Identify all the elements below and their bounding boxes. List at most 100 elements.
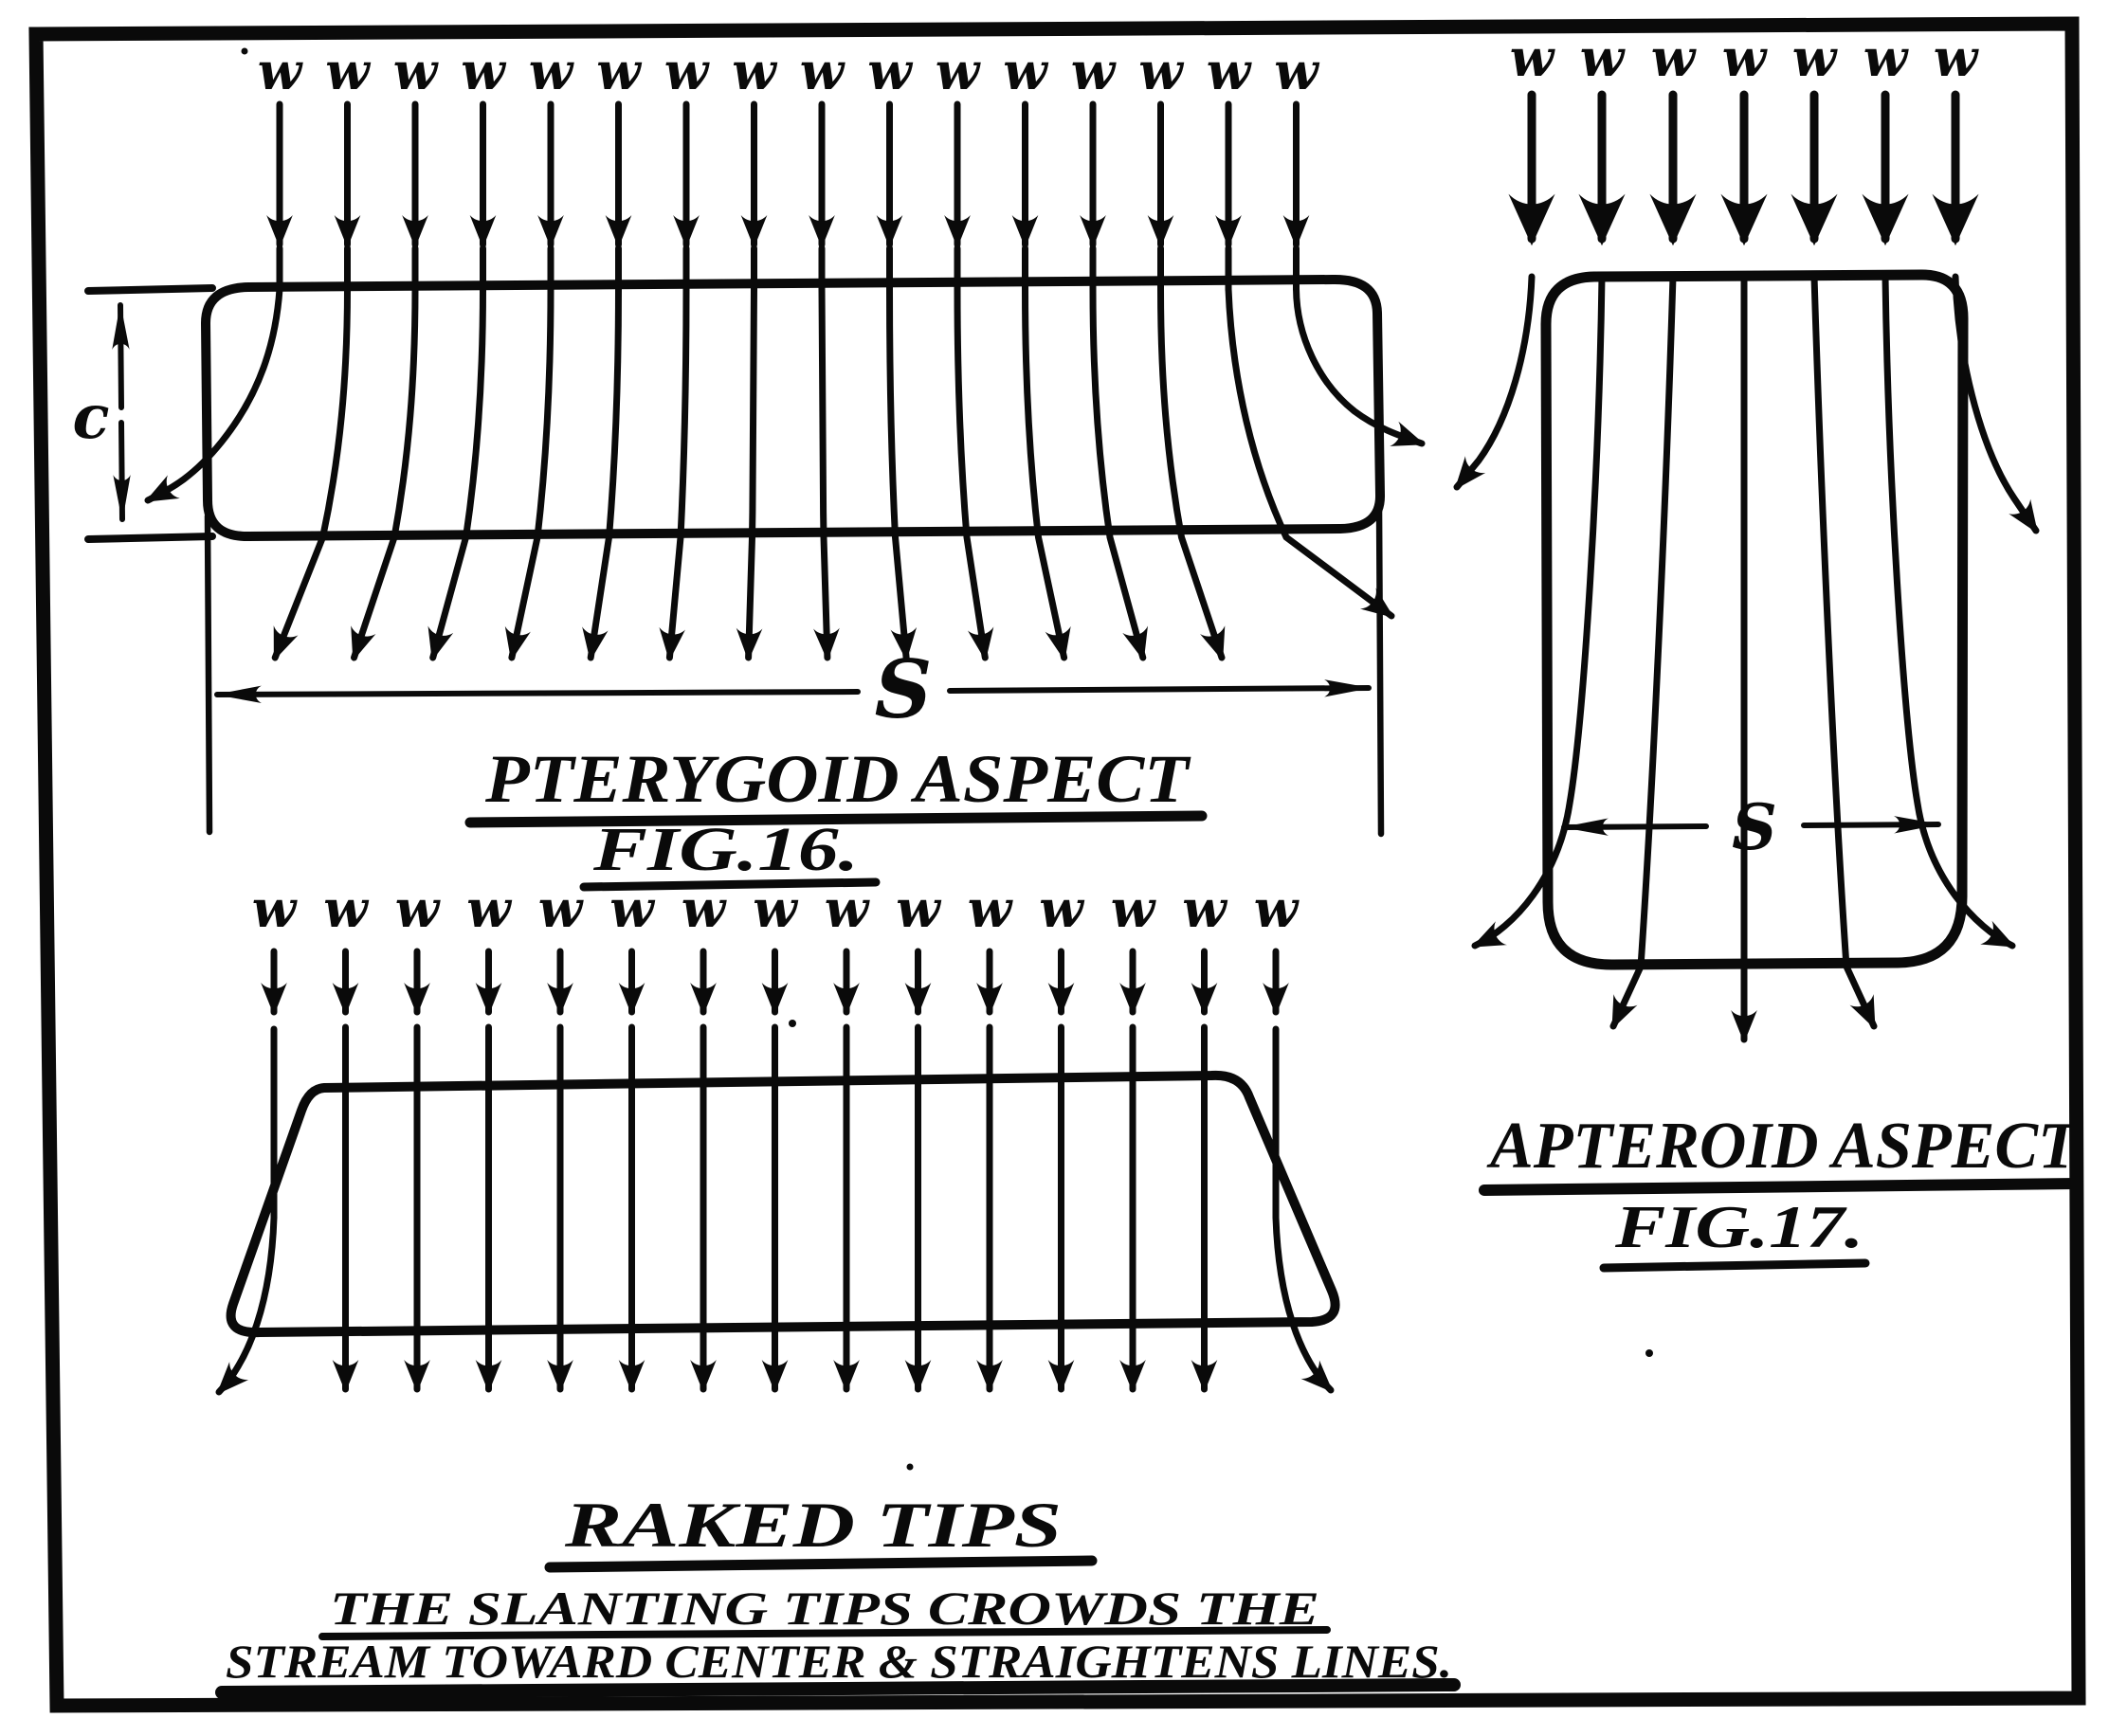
raked-streamline-body: [215, 1025, 278, 1396]
fig16-chord-arrow-up: [112, 302, 130, 410]
fig16-flow-label: w: [1003, 41, 1049, 101]
fig16-chord-label: c: [73, 382, 110, 453]
raked-streamline-body: [1272, 1025, 1335, 1394]
raked-flow-label: w: [682, 878, 728, 939]
raked-flow-label: w: [896, 878, 942, 939]
fig16-flow-label: w: [1207, 41, 1253, 101]
fig16-flow-label: w: [867, 41, 914, 101]
fig16-flow-label: w: [461, 41, 507, 101]
fig16-span-arrow-left: [214, 685, 861, 703]
fig16-streamline-body: [659, 285, 690, 661]
fig17-wing-outline: [1540, 269, 1969, 970]
fig17-fig-underline: [1599, 1258, 1870, 1273]
fig17-title: APTEROID ASPECT: [1486, 1110, 2081, 1183]
fig16-streamline-body: [813, 285, 840, 661]
fig16-wing-outline: [201, 274, 1386, 542]
fig17-streamline-body: [1609, 273, 1677, 1030]
fig16-streamline-body: [271, 285, 351, 661]
raked-flow-label: w: [252, 878, 299, 939]
fig17-streamline-body: [1471, 273, 1606, 949]
fig16-streamline-body: [427, 285, 486, 661]
fig17-streamline-body: [1882, 273, 2016, 949]
fig17-span-label: S: [1732, 790, 1777, 864]
fig16-chord-arrow-down: [113, 420, 131, 522]
fig17-flow-label: w: [1934, 27, 1980, 88]
fig16-chord-ext-top: [84, 284, 216, 295]
fig16-span-label: S: [875, 642, 933, 736]
fig16-streamline-body: [582, 285, 622, 661]
fig17-flow-label: w: [1792, 27, 1839, 88]
fig16-flow-label: w: [529, 41, 575, 101]
fig16-flow-label: w: [936, 41, 982, 101]
fig17-span-arrow-right: [1801, 816, 1941, 834]
raked-flow-label: w: [1254, 878, 1300, 939]
raked-flow-label: w: [753, 878, 799, 939]
fig16-streamline-body: [351, 285, 419, 661]
fig16-flow-label: w: [1274, 41, 1320, 101]
raked-title-underline: [544, 1555, 1098, 1573]
fig17-streamline-body: [1453, 273, 1536, 491]
fig16-flow-label: w: [1138, 41, 1185, 101]
fig17-title-underline: [1479, 1178, 2083, 1196]
fig16-streamline-body: [886, 285, 918, 661]
fig16-streamline-body: [144, 285, 283, 504]
fig16-fig-underline: [579, 877, 881, 892]
fig16-flow-label: w: [596, 41, 643, 101]
fig16-streamline-body: [1157, 285, 1226, 661]
raked-note-line1: THE SLANTING TIPS CROWDS THE: [330, 1582, 1319, 1635]
fig16-tip-line-left: [204, 513, 213, 836]
raked-note-line1-underline: [318, 1626, 1331, 1640]
fig16-chord-ext-bottom: [84, 533, 216, 543]
fig16-streamline-body: [1022, 285, 1071, 661]
raked-flow-label: w: [1111, 878, 1157, 939]
fig17-flow-label: w: [1510, 27, 1556, 88]
fig17-flow-label: w: [1863, 27, 1910, 88]
raked-flow-label: w: [323, 878, 370, 939]
fig16-title-underline: [464, 810, 1208, 828]
fig16-streamline-body: [1225, 285, 1395, 620]
fig17-flow-label: w: [1722, 27, 1769, 88]
raked-flow-label: w: [1182, 878, 1228, 939]
fig17-fig-label: FIG.17.: [1614, 1193, 1863, 1260]
fig17-streamline-body: [1810, 273, 1878, 1030]
ink-speck: [906, 1463, 914, 1471]
fig16-tip-line-right: [1375, 503, 1385, 838]
fig16-streamline-body: [736, 285, 763, 661]
ink-speck: [1645, 1349, 1653, 1357]
fig16-fig-label: FIG.16.: [592, 815, 859, 884]
raked-flow-label: w: [968, 878, 1014, 939]
fig17-flow-label: w: [1580, 27, 1627, 88]
fig17-span-arrow-left: [1561, 818, 1709, 836]
raked-flow-label: w: [609, 878, 656, 939]
raked-flow-label: w: [538, 878, 585, 939]
raked-flow-label: w: [1039, 878, 1085, 939]
fig16-title: PTERYGOID ASPECT: [484, 741, 1191, 817]
raked-flow-label: w: [466, 878, 513, 939]
raked-flow-label: w: [395, 878, 442, 939]
fig16-streamline-body: [1293, 285, 1426, 447]
fig16-flow-label: w: [325, 41, 372, 101]
fig16-streamline-body: [954, 285, 994, 661]
fig16-flow-label: w: [732, 41, 778, 101]
fig16-flow-label: w: [258, 41, 304, 101]
fig16-streamline-body: [504, 285, 554, 661]
raked-title: RAKED TIPS: [564, 1489, 1062, 1561]
ink-speck: [789, 1020, 796, 1027]
fig16-flow-label: w: [393, 41, 440, 101]
fig16-flow-label: w: [800, 41, 846, 101]
raked-wing-outline: [226, 1070, 1340, 1338]
fig17-flow-label: w: [1651, 27, 1698, 88]
fig16-flow-label: w: [664, 41, 711, 101]
fig16-span-arrow-right: [947, 679, 1372, 697]
raked-flow-label: w: [825, 878, 871, 939]
page-frame: [28, 16, 2086, 1713]
fig16-streamlines: [144, 100, 1426, 661]
fig16-streamline-body: [1089, 285, 1148, 661]
